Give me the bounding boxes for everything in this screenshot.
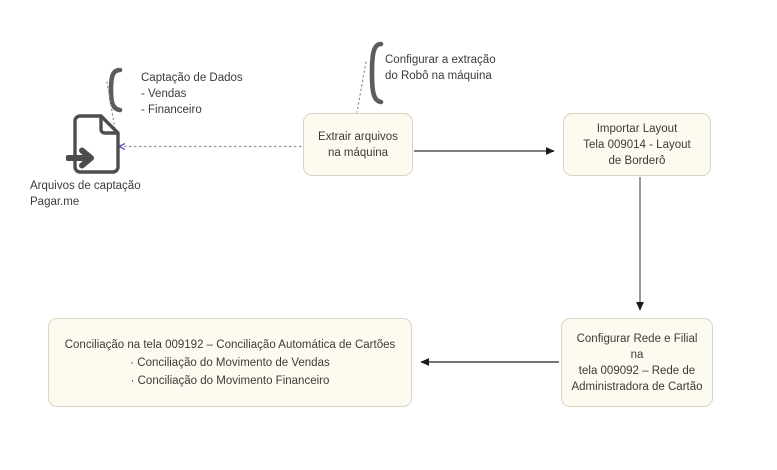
- node-conciliacao-bullet-vendas: · Conciliação do Movimento de Vendas: [130, 356, 330, 369]
- bracket-robo-icon: [369, 41, 384, 105]
- node-importar-layout[interactable]: Importar Layout Tela 009014 - Layout de …: [563, 113, 711, 176]
- node-configurar-rede-filial[interactable]: Configurar Rede e Filial na tela 009092 …: [561, 318, 713, 407]
- document-export-icon: [66, 114, 120, 174]
- leader-robo: [356, 61, 367, 113]
- node-configurar-rede-filial-label: Configurar Rede e Filial na tela 009092 …: [571, 332, 703, 393]
- node-conciliacao-bullet-financeiro: · Conciliação do Movimento Financeiro: [130, 374, 330, 387]
- source-document-label: Arquivos de captação Pagar.me: [30, 180, 141, 208]
- node-conciliacao-title: Conciliação na tela 009192 – Conciliação…: [64, 338, 396, 351]
- node-importar-layout-label: Importar Layout Tela 009014 - Layout de …: [583, 122, 691, 167]
- node-extrair-arquivos[interactable]: Extrair arquivos na máquina: [303, 113, 413, 176]
- node-conciliacao-automatica[interactable]: Conciliação na tela 009192 – Conciliação…: [48, 318, 412, 407]
- node-extrair-arquivos-label: Extrair arquivos na máquina: [318, 130, 398, 159]
- annotation-configurar-extracao-robo: Configurar a extração do Robô na máquina: [385, 54, 496, 82]
- node-conciliacao-content: Conciliação na tela 009192 – Conciliação…: [65, 336, 396, 390]
- bracket-captacao-icon: [108, 67, 123, 113]
- annotation-captacao-de-dados: Captação de Dados - Vendas - Financeiro: [141, 72, 243, 116]
